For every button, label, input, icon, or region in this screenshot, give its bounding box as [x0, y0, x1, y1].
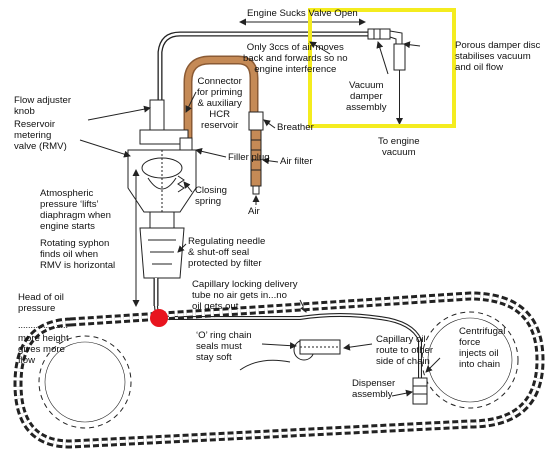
label-connector: Connector for priming & auxiliary HCR re… [197, 76, 243, 131]
reservoir-metering-valve [79, 99, 227, 306]
label-reservoir-valve: Reservoir metering valve (RMV) [14, 119, 67, 152]
label-porous-damper: Porous damper disc stabilises vacuum and… [455, 40, 541, 73]
label-filler-plug: Filler plug [228, 152, 270, 163]
label-atmospheric: Atmospheric pressure ‘lifts’ diaphragm w… [40, 188, 111, 232]
label-more-height: more height gives more flow [18, 333, 69, 366]
vacuum-damper-assembly [367, 28, 406, 125]
label-dispenser: Dispenser assembly [352, 378, 396, 400]
label-capillary-route: Capillary oil route to other side of cha… [376, 334, 434, 367]
rear-sprocket-icon [38, 335, 132, 429]
swingarm-detail [239, 339, 341, 371]
label-rotating-syphon: Rotating syphon finds oil when RMV is ho… [40, 238, 116, 271]
dispenser-assembly [391, 357, 441, 405]
highlight-box [308, 8, 456, 128]
label-vacuum-damper: Vacuum damper assembly [346, 80, 387, 113]
label-only-3ccs: Only 3ccs of air moves back and forwards… [243, 42, 348, 75]
label-air-filter: Air filter [280, 156, 313, 167]
label-to-engine-vacuum: To engine vacuum [378, 136, 420, 158]
label-capillary-locking: Capillary locking delivery tube no air g… [192, 279, 298, 312]
label-closing-spring: Closing spring [195, 185, 227, 207]
label-engine-sucks: Engine Sucks Valve Open [247, 8, 358, 19]
drive-chain [13, 291, 545, 449]
label-dots: .................... [18, 320, 69, 330]
red-dot-marker [150, 309, 168, 327]
label-air: Air [248, 206, 260, 217]
label-o-ring: ‘O’ ring chain seals must stay soft [196, 330, 252, 363]
label-centrifugal: Centrifugal force injects oil into chain [459, 326, 506, 370]
label-breather: Breather [277, 122, 314, 133]
front-sprocket-icon [421, 311, 519, 409]
breather-air-filter [248, 111, 279, 205]
label-head-of-oil: Head of oil pressure [18, 292, 64, 314]
label-flow-adjuster: Flow adjuster knob [14, 95, 72, 117]
label-regulating-needle: Regulating needle & shut-off seal protec… [188, 236, 266, 269]
